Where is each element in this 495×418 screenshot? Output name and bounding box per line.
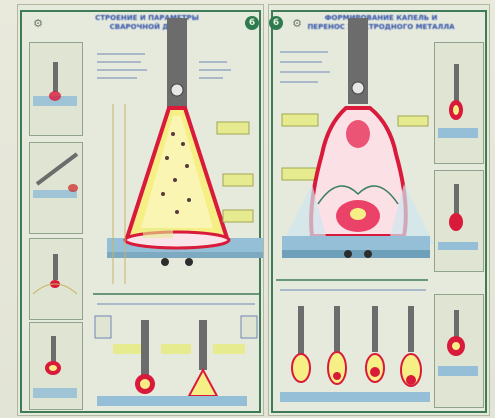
arc-structure-illustration <box>17 4 264 416</box>
poster-left: ⚙ СТРОЕНИЕ И ПАРАМЕТРЫ СВАРОЧНОЙ ДУГИ 6 <box>17 4 264 416</box>
poster-right: 6 ⚙ ФОРМИРОВАНИЕ КАПЕЛЬ И ПЕРЕНОС ЭЛЕКТР… <box>268 4 490 416</box>
transfer-steps <box>280 306 430 402</box>
base-plate <box>282 236 430 250</box>
left-column-thumbnails <box>33 62 78 398</box>
right-column-thumbnails <box>438 64 478 376</box>
droplet-transfer-illustration <box>268 4 490 416</box>
